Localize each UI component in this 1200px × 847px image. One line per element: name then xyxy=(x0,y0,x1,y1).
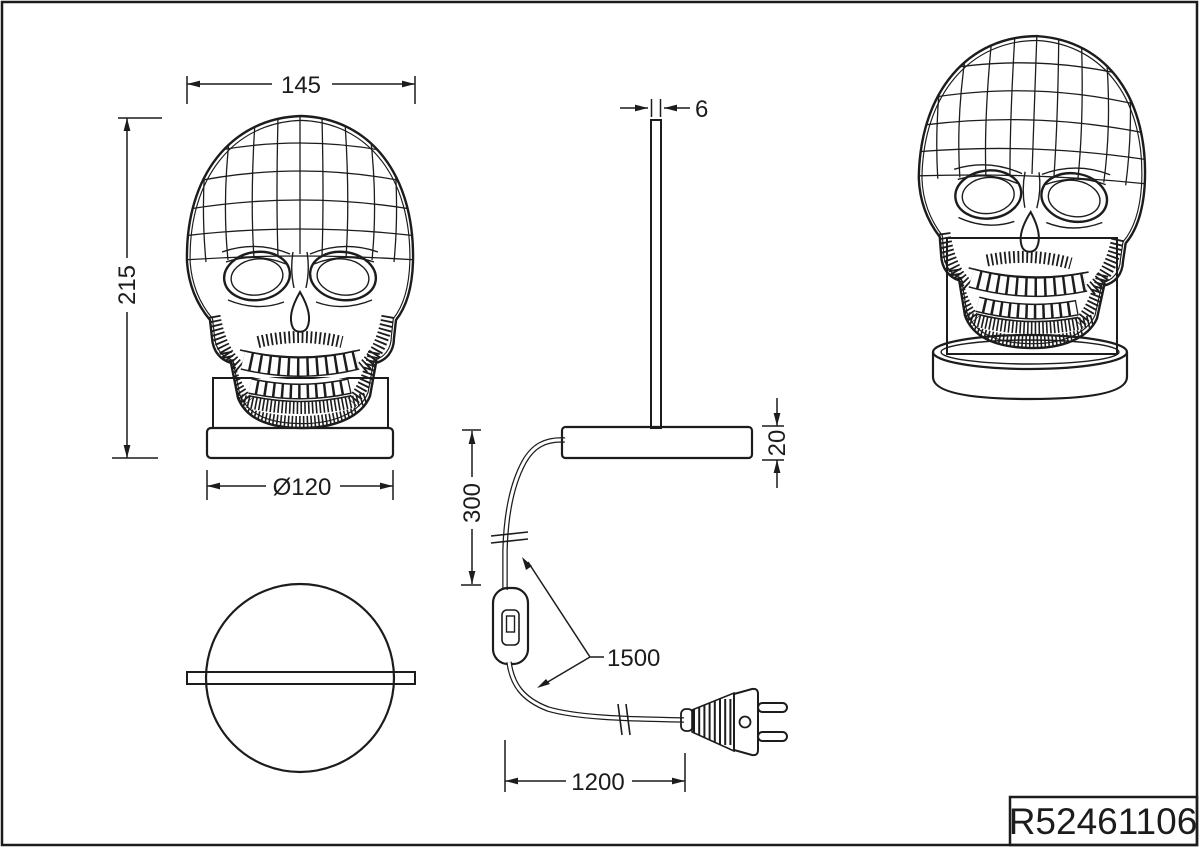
dim-label-300: 300 xyxy=(459,483,486,523)
dim-label-215: 215 xyxy=(114,265,141,305)
plug-pin xyxy=(757,731,788,742)
leader-cable-length: 1500 xyxy=(522,557,660,688)
dim-label-1200: 1200 xyxy=(571,769,624,796)
title-block: R52461106 xyxy=(1008,795,1199,847)
plug-pin xyxy=(757,702,788,713)
dim-label-145: 145 xyxy=(281,72,321,99)
dim-cable-to-plug: 1200 xyxy=(504,740,686,796)
dim-label-base-diameter: Ø120 xyxy=(273,474,332,501)
dim-front-height: 215 xyxy=(112,117,162,459)
dim-base-diameter: Ø120 xyxy=(206,470,394,501)
dim-panel-thickness: 6 xyxy=(620,96,708,123)
dim-label-1500: 1500 xyxy=(607,645,660,672)
side-view xyxy=(490,119,788,757)
side-base xyxy=(560,425,754,460)
dim-front-width: 145 xyxy=(186,72,416,104)
inline-switch xyxy=(491,586,530,666)
front-view xyxy=(183,116,417,460)
part-number-box xyxy=(1008,795,1199,847)
dim-label-6: 6 xyxy=(695,96,708,123)
dim-base-height: 20 xyxy=(762,398,791,488)
dim-base-to-switch: 300 xyxy=(459,429,486,586)
perspective-view xyxy=(909,32,1154,401)
dim-label-20: 20 xyxy=(764,430,791,457)
power-plug xyxy=(680,687,788,757)
side-panel xyxy=(650,119,662,429)
part-number: R52461106 xyxy=(1009,801,1198,842)
top-view xyxy=(186,582,416,774)
